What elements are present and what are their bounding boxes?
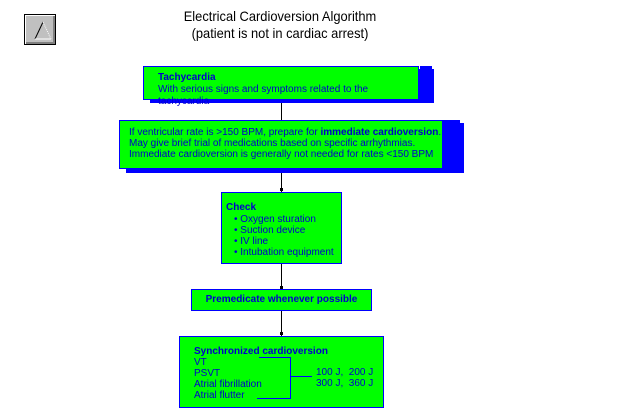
premedicate-text: Premedicate whenever possible [205,294,358,305]
synchronized-box: Synchronized cardioversion VT PSVT Atria… [179,336,384,408]
triangle-icon [34,21,52,40]
check-item-text: Oxygen sturation [240,214,316,225]
tachycardia-heading: Tachycardia [158,72,216,83]
energy-levels: 100 J, 200 J 300 J, 360 J [316,367,373,389]
rate-line-1-bold: immediate cardioversion [320,127,439,138]
rate-box: If ventricular rate is >150 BPM, prepare… [119,120,443,169]
check-item: • Intubation equipment [234,247,334,258]
rate-line-1-prefix: If ventricular rate is >150 BPM, prepare… [129,127,321,138]
connector-1 [281,101,282,121]
rhythm-item: VT [194,357,207,368]
bracket-middle [290,376,312,377]
connector-3 [281,264,282,290]
up-nav-button[interactable] [24,14,56,45]
arrow-head-3 [280,286,283,289]
check-heading: Check [226,202,257,213]
rate-box-shadow-step [442,120,460,125]
check-item-text: Suction device [240,225,306,236]
page-title: Electrical Cardioversion Algorithm (pati… [140,8,420,42]
rate-line-1: If ventricular rate is >150 BPM, prepare… [129,127,442,138]
connector-4 [281,311,282,337]
synchronized-heading: Synchronized cardioversion [194,346,328,357]
arrow-head-4 [280,332,283,335]
bracket-top [259,357,291,358]
tachycardia-text: With serious signs and symptoms related … [158,84,369,107]
tachycardia-box: Tachycardia With serious signs and sympt… [143,66,419,107]
rhythm-item: Atrial fibrillation [194,379,262,390]
check-item-text: IV line [240,236,269,247]
arrow-head-2 [280,188,283,191]
rate-line-1-suffix: . [438,127,442,138]
bracket-bottom [257,398,291,399]
rate-line-2: May give brief trial of medications base… [129,138,416,149]
rhythm-item: Atrial flutter [194,390,245,401]
energy-level: 100 J, 200 J [316,367,374,378]
tachycardia-box-shadow-step [420,66,432,70]
check-item: • Suction device [234,225,306,236]
check-item-text: Intubation equipment [240,247,334,258]
title-line-2: (patient is not in cardiac arrest) [191,25,369,41]
check-box: Check • Oxygen sturation • Suction devic… [221,192,342,264]
premedicate-box: Premedicate whenever possible [191,289,372,311]
rate-line-3: Immediate cardioversion is generally not… [129,149,434,160]
rhythm-item: PSVT [194,368,221,379]
connector-2 [281,170,282,192]
title-line-1: Electrical Cardioversion Algorithm [183,8,377,24]
check-item: • IV line [234,236,269,247]
bracket-vertical [290,357,291,399]
energy-level: 300 J, 360 J [316,378,374,389]
check-item: • Oxygen sturation [234,214,316,225]
